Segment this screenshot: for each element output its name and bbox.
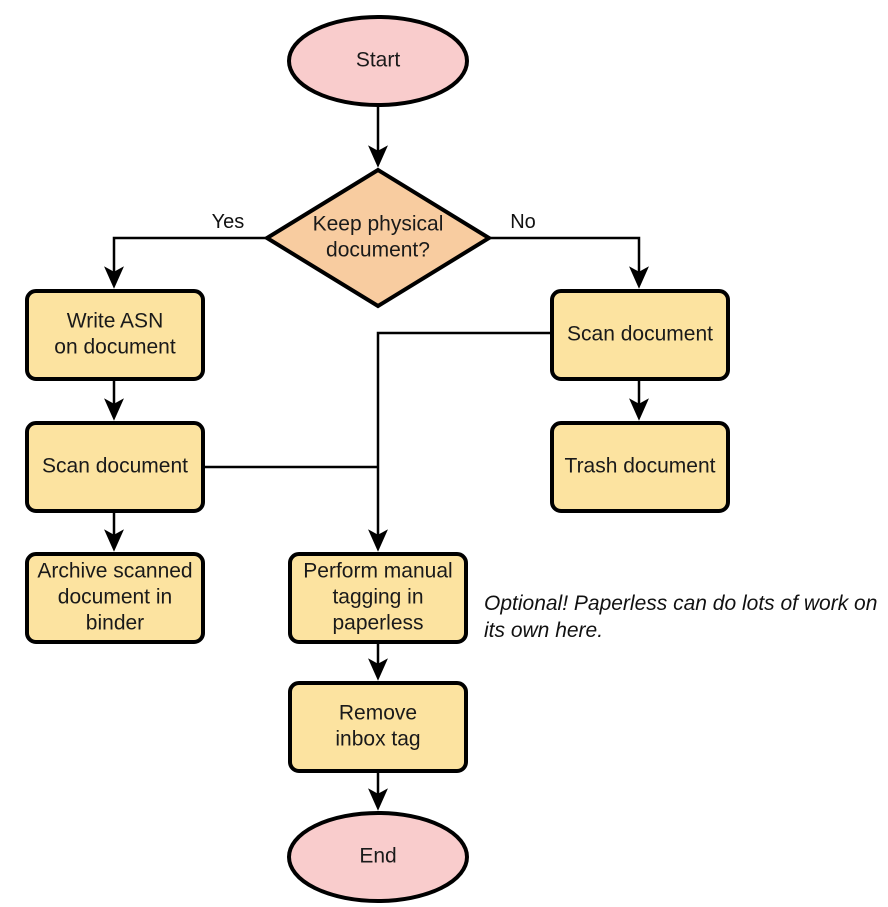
process-shape <box>25 421 205 513</box>
decision-shape <box>263 167 493 309</box>
node-manual-tagging[interactable]: Perform manual tagging in paperless <box>288 552 468 644</box>
process-shape <box>288 681 468 773</box>
note-optional-note: Optional! Paperless can do lots of work … <box>484 592 877 642</box>
node-label: document? <box>326 239 430 262</box>
edge-label-no: No <box>510 211 536 233</box>
node-scan-right[interactable]: Scan document <box>550 289 730 381</box>
edge-line <box>368 331 552 552</box>
node-label: Scan document <box>42 455 188 478</box>
node-label: Perform manual <box>303 560 452 583</box>
terminator-shape <box>287 15 469 107</box>
process-shape <box>288 552 468 644</box>
process-shape <box>25 289 205 381</box>
node-label: Remove <box>339 702 417 725</box>
node-scan-left[interactable]: Scan document <box>25 421 205 513</box>
node-label: Keep physical <box>313 213 444 236</box>
notes-layer: Optional! Paperless can do lots of work … <box>484 592 877 642</box>
node-label: document in <box>58 586 172 609</box>
node-archive[interactable]: Archive scanned document in binder <box>25 552 205 644</box>
node-decision[interactable]: Keep physical document? <box>263 167 493 309</box>
node-end[interactable]: End <box>287 811 469 903</box>
node-label: Archive scanned <box>37 560 192 583</box>
node-label: inbox tag <box>335 728 420 751</box>
node-label: Trash document <box>565 455 716 478</box>
note-line: Optional! Paperless can do lots of work … <box>484 592 877 615</box>
node-label: paperless <box>332 612 423 635</box>
node-label: on document <box>54 336 176 359</box>
node-write-asn[interactable]: Write ASN on document <box>25 289 205 381</box>
node-trash[interactable]: Trash document <box>550 421 730 513</box>
process-shape <box>550 421 730 513</box>
edge-line <box>104 236 267 289</box>
edge-scan-right-to-tagging <box>368 331 552 552</box>
node-label: Scan document <box>567 323 713 346</box>
node-remove-inbox[interactable]: Remove inbox tag <box>288 681 468 773</box>
node-start[interactable]: Start <box>287 15 469 107</box>
node-label: tagging in <box>332 586 423 609</box>
process-shape <box>550 289 730 381</box>
node-label: Start <box>356 49 401 72</box>
edge-line <box>489 236 649 289</box>
process-shape <box>25 552 205 644</box>
node-label: Write ASN <box>67 310 163 333</box>
note-line: its own here. <box>484 619 603 642</box>
edge-decision-no: No <box>489 211 649 289</box>
terminator-shape <box>287 811 469 903</box>
edge-label-yes: Yes <box>212 211 245 233</box>
edges-layer: Yes No <box>104 105 649 811</box>
edge-decision-yes: Yes <box>104 211 267 289</box>
node-label: End <box>359 845 396 868</box>
node-label: binder <box>86 612 144 635</box>
